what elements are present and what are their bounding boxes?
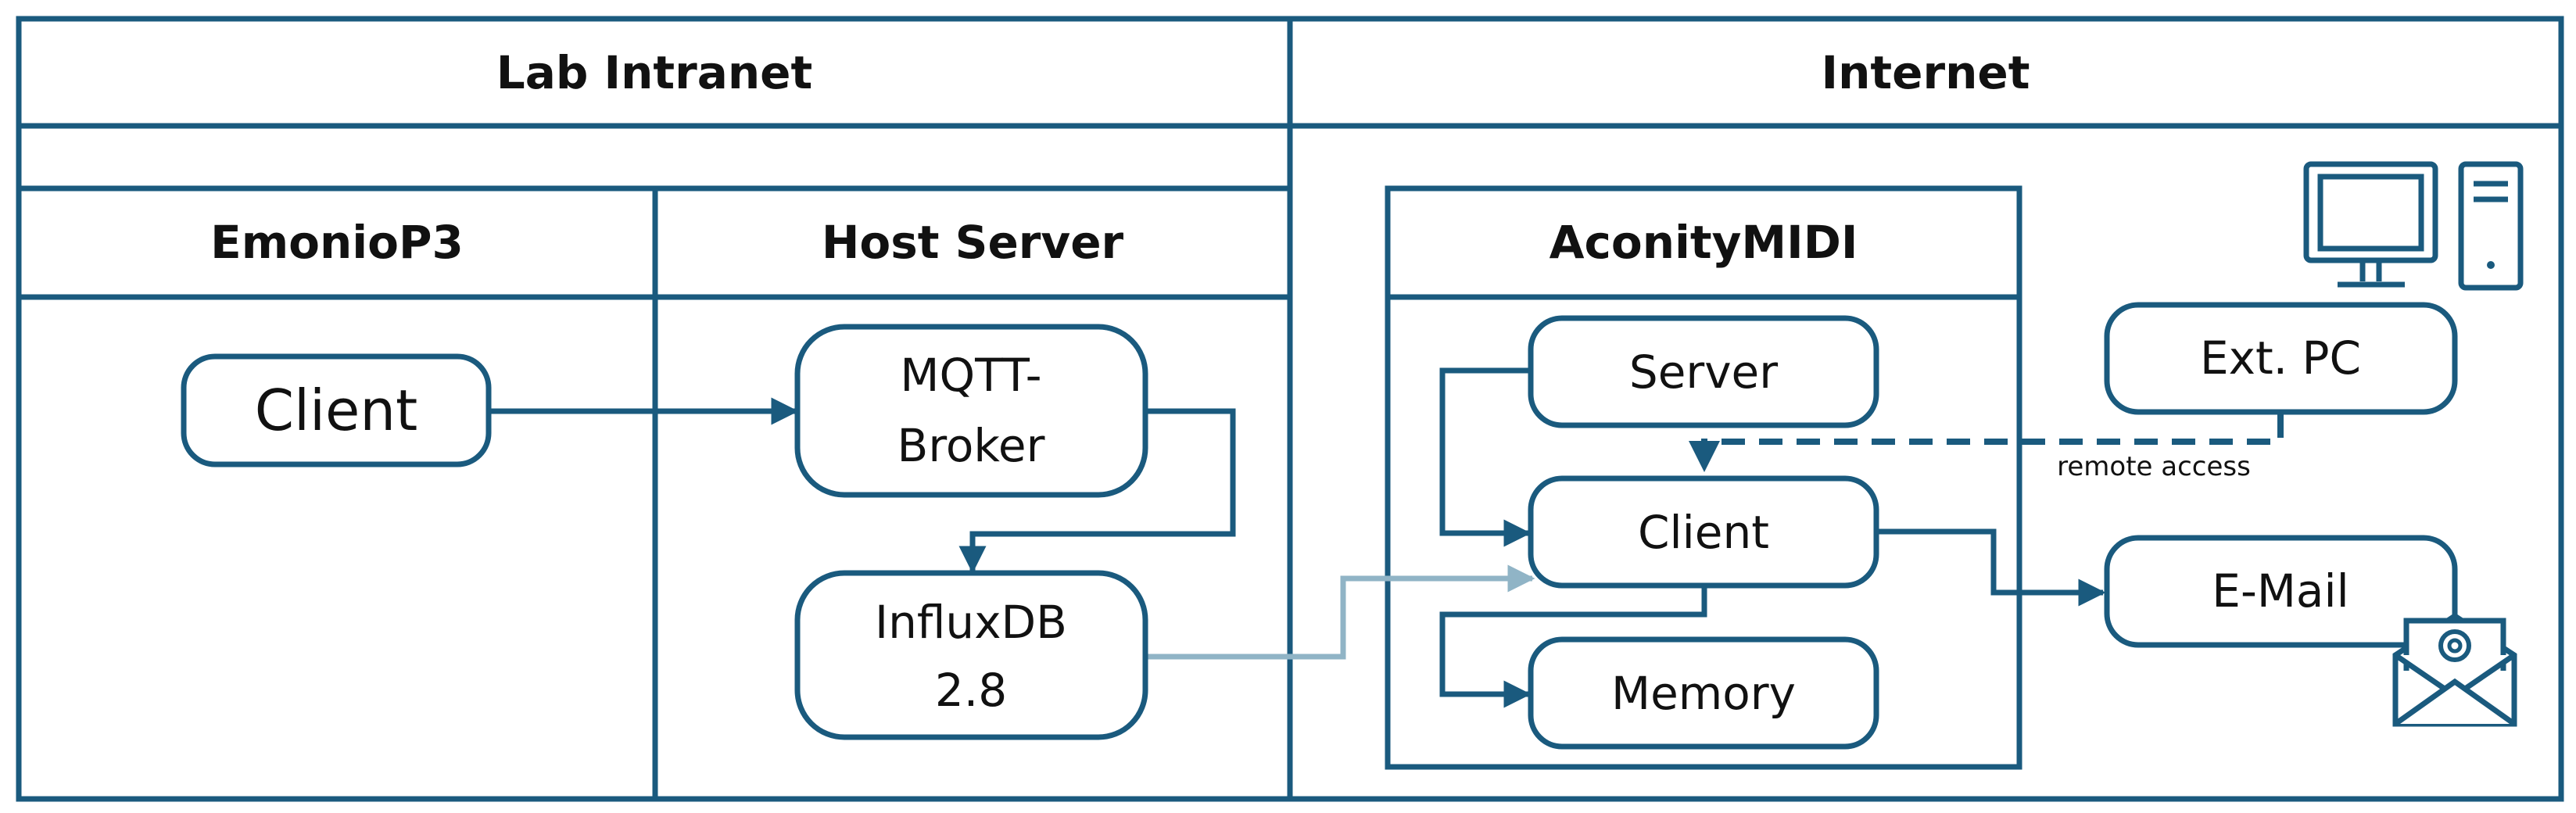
mqtt-broker-label-line2: Broker xyxy=(897,419,1045,472)
emonio-client-node: Client xyxy=(181,353,492,467)
mqtt-broker-label-line1: MQTT- xyxy=(900,349,1041,402)
remote-access-label: remote access xyxy=(2057,451,2251,482)
aconity-memory-label: Memory xyxy=(1611,667,1796,720)
aconity-lane-box xyxy=(1385,185,2022,770)
influxdb-label-line2: 2.8 xyxy=(935,664,1007,717)
desktop-computer-icon xyxy=(2303,161,2524,291)
aconity-server-node: Server xyxy=(1528,315,1879,428)
email-label: E-Mail xyxy=(2212,564,2348,618)
lane-title-emonio: EmonioP3 xyxy=(210,216,464,269)
connector-client-to-email xyxy=(1878,528,2106,607)
aconity-client-node: Client xyxy=(1528,475,1879,589)
section-title-lab-intranet: Lab Intranet xyxy=(496,46,813,99)
lane-title-aconity: AconityMIDI xyxy=(1550,216,1858,269)
aconity-memory-node: Memory xyxy=(1528,636,1879,750)
outer-frame xyxy=(16,16,2564,802)
email-node: E-Mail xyxy=(2104,535,2458,648)
connector-mqtt-to-influx xyxy=(958,408,1236,574)
influxdb-node: InfluxDB 2.8 xyxy=(794,570,1148,740)
connector-server-to-client xyxy=(1439,367,1532,547)
connectors xyxy=(486,367,2284,708)
aconity-server-label: Server xyxy=(1629,346,1778,399)
section-title-internet: Internet xyxy=(1822,46,2030,99)
lane-title-host-server: Host Server xyxy=(822,216,1124,269)
connector-influx-to-aconity-client xyxy=(1145,564,1535,660)
emonio-client-label: Client xyxy=(255,378,417,443)
email-envelope-icon xyxy=(2392,612,2517,727)
connector-remote-access xyxy=(1689,414,2284,472)
mqtt-broker-node: MQTT- Broker xyxy=(794,324,1148,498)
aconity-client-label: Client xyxy=(1638,506,1769,559)
ext-pc-node: Ext. PC xyxy=(2104,302,2458,415)
connector-client-to-memory xyxy=(1439,588,1707,708)
influxdb-label-line1: InfluxDB xyxy=(875,596,1067,649)
ext-pc-label: Ext. PC xyxy=(2200,331,2361,385)
